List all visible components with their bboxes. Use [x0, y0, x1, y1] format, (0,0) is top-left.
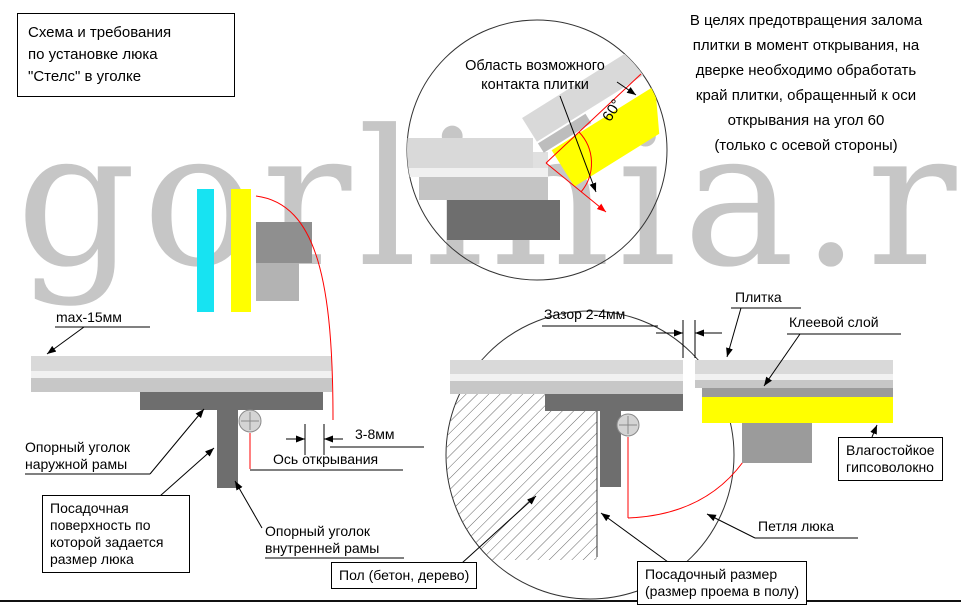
- outer-frame-corner-bar: [140, 392, 323, 410]
- detail-circle: [406, 19, 668, 281]
- seating-size-label: Посадочный размер (размер проема в полу): [637, 561, 808, 605]
- tile-strip-cyan: [197, 189, 214, 312]
- floor-hatch: [447, 394, 597, 560]
- right-diagram: [445, 310, 893, 600]
- top-right-note: В целях предотвращения залома плитки в м…: [689, 12, 923, 154]
- gvl-label: Влагостойкое гипсоволокно: [838, 437, 943, 481]
- door-corner-block: [742, 423, 812, 463]
- fixed-tile-band: [407, 138, 533, 168]
- inner-frame-corner-post-right: [600, 411, 621, 487]
- door-tile-band: [695, 360, 893, 374]
- hinge-swing-arc: [627, 461, 744, 519]
- outer-frame-corner-bar-right: [545, 394, 683, 411]
- glue-layer: [702, 388, 893, 397]
- title-box: Схема и требования по установке люка "Ст…: [17, 13, 235, 97]
- inner-frame-corner-post: [217, 410, 238, 488]
- floor-label: Пол (бетон, дерево): [331, 562, 478, 589]
- gvl-layer-yellow: [702, 397, 893, 423]
- door-swing-arc: [255, 195, 334, 421]
- floor-slab-top: [31, 356, 332, 371]
- angle-arc: [578, 131, 592, 193]
- detail-frame-block: [447, 200, 560, 240]
- opening-axis-label: Ось открывания: [273, 451, 379, 467]
- right-detail-circle-outline: [445, 310, 735, 600]
- left-callout-lines: [25, 326, 424, 559]
- door-frame-block-light: [256, 263, 299, 301]
- max-thickness-label: max-15мм: [56, 309, 122, 325]
- gap-label: Зазор 2-4мм: [544, 306, 626, 322]
- chamfered-gvl-yellow: [551, 85, 660, 187]
- door-frame-block-dark: [256, 222, 312, 263]
- floor-slab-bottom: [31, 378, 332, 392]
- floor-tile-band: [450, 360, 683, 374]
- hinge-label: Петля люка: [758, 518, 835, 534]
- seating-surface-label: Посадочная поверхность по которой задает…: [42, 495, 190, 573]
- tile-label: Плитка: [735, 289, 782, 305]
- right-callout-lines: [461, 307, 901, 564]
- glue-layer-label: Клеевой слой: [789, 314, 879, 330]
- inner-frame-corner-label: Опорный уголок внутренней рамы: [265, 523, 380, 556]
- outer-frame-corner-label: Опорный уголок наружной рамы: [25, 439, 131, 472]
- dim-3-8-label: 3-8мм: [355, 426, 395, 442]
- angle-leg-1: [545, 73, 642, 164]
- gvl-strip-yellow: [231, 189, 251, 312]
- tilted-door-tile: [522, 40, 661, 187]
- contact-area-label: Область возможного контакта плитки: [465, 58, 605, 93]
- floor-slab-stripe: [31, 371, 332, 378]
- angle-leg-2: [545, 162, 607, 213]
- left-diagram: [31, 189, 334, 488]
